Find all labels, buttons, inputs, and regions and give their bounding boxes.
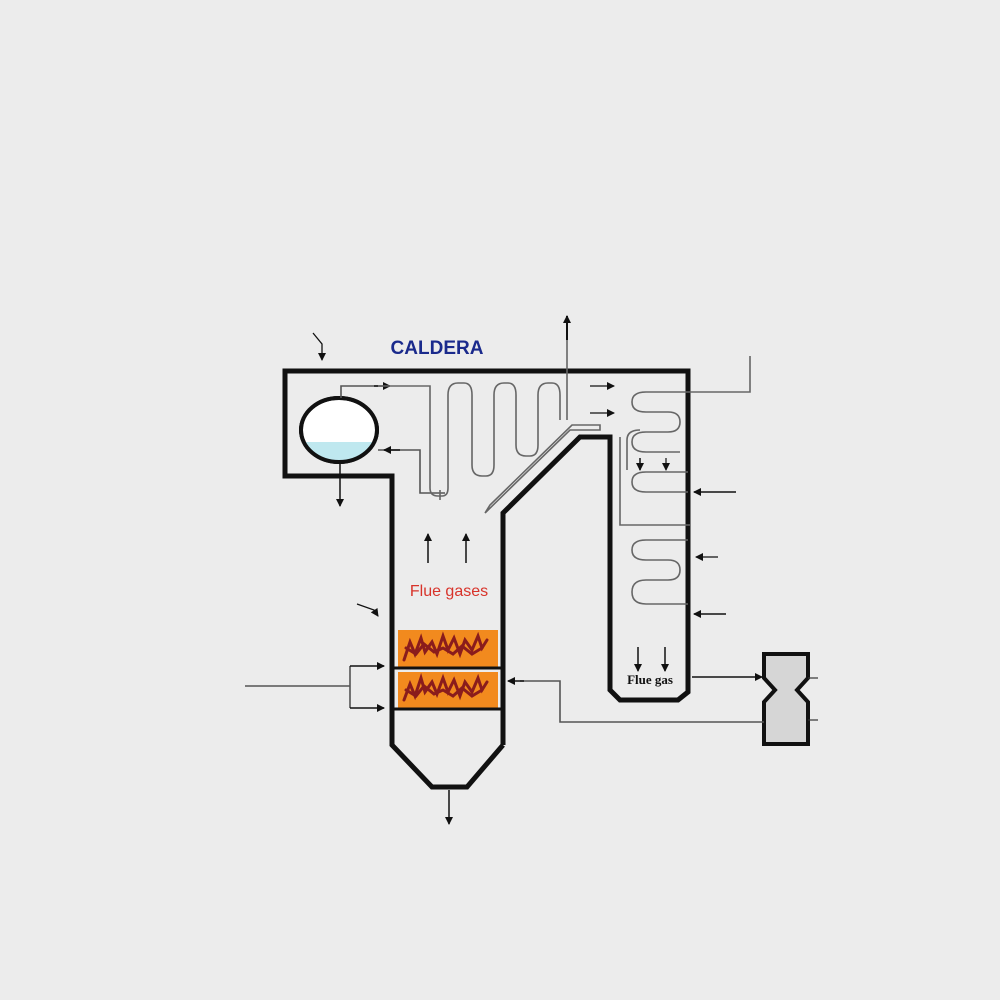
- fluidized-bed: [398, 630, 498, 708]
- superheater-coil: [378, 382, 561, 500]
- steam-drum: [299, 396, 379, 464]
- diagram-title: CALDERA: [391, 338, 484, 359]
- air-inlet-manifold: [245, 666, 351, 708]
- drum-riser-pipe: [340, 385, 378, 398]
- burning-fuel-particles: [402, 631, 489, 702]
- furnace-outer-wall: [282, 368, 691, 745]
- coil-header-pipe: [619, 437, 690, 526]
- feedwater-inlet-arrow: [312, 332, 326, 361]
- drum-return-pipe: [378, 449, 445, 494]
- ash-hopper: [389, 704, 505, 790]
- reheater-coil: [631, 356, 751, 453]
- fuel-feed-arrow: [356, 603, 379, 617]
- flue-gas-label: Flue gas: [627, 672, 673, 687]
- economizer-coil-lower: [631, 539, 688, 605]
- boiler-casing: [282, 368, 691, 790]
- flue-gases-label: Flue gases: [410, 583, 488, 600]
- economizer-header: [484, 330, 601, 514]
- solids-return-pipe: [520, 680, 764, 723]
- second-pass-coils: [619, 356, 751, 605]
- cyclone-separator: [762, 652, 810, 746]
- economizer-coil-upper: [631, 471, 688, 493]
